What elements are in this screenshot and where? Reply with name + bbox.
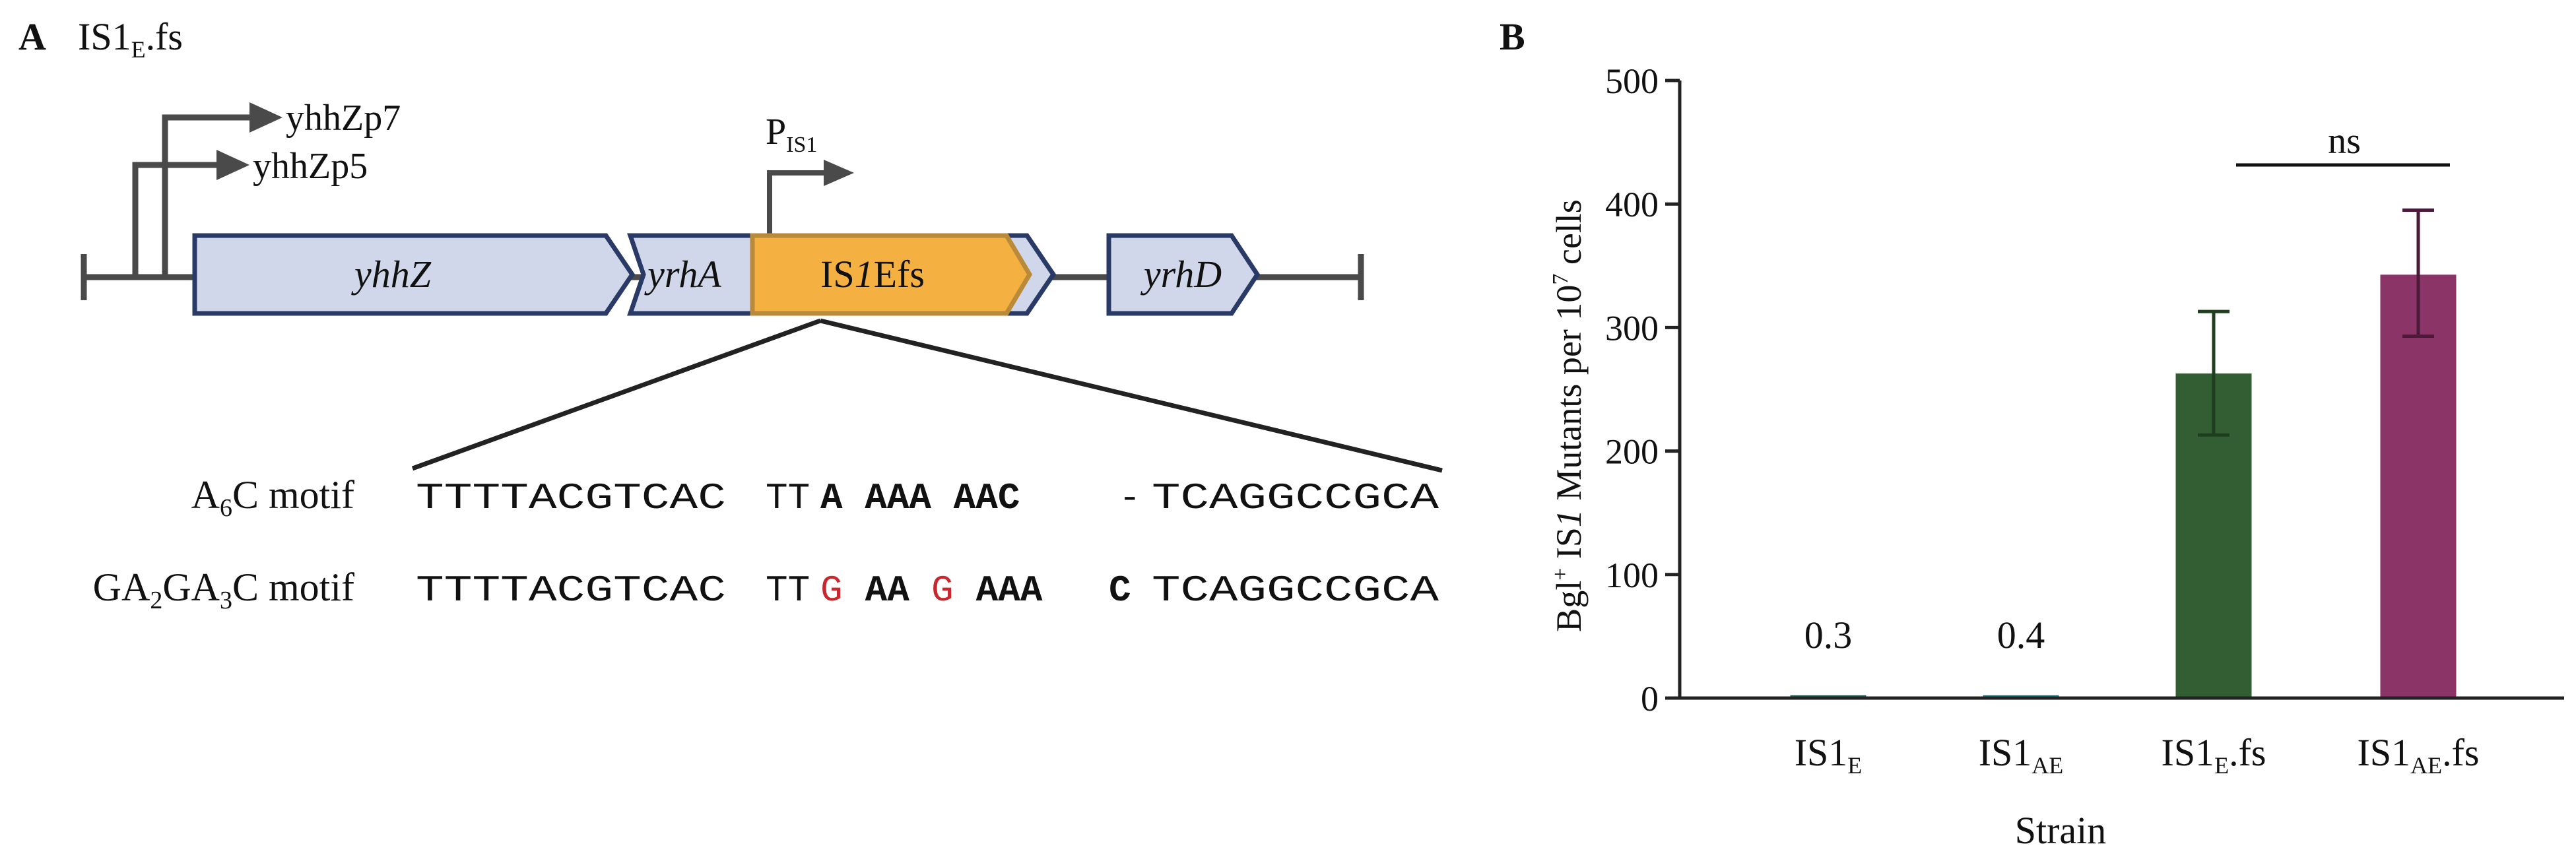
panel-b-letter: B [1500,15,1525,58]
arrowhead-icon [216,150,249,180]
motif-label-ga2ga3c: GA2GA3C motif [93,565,354,614]
gene-label-is1efs: IS1Efs [820,253,925,296]
svg-text:TTTTACGTCAC: TTTTACGTCAC [416,569,726,612]
promoter-yhhzp7: yhhZp7 [162,98,401,277]
pis1-label: PIS1 [766,112,817,157]
sequence-a6c: TTTTACGTCAC TT A AAA AAC - TCAGGCCGCA [416,477,1439,519]
svg-text:TTTTACGTCAC: TTTTACGTCAC [416,477,726,519]
gene-label-yrhd: yrhD [1140,253,1222,296]
data-labels-group: 0.3 0.4 [1804,614,2045,657]
panel-a-gene-diagram: A IS1E.fs yhhZp7 yhhZp5 PIS1 yhhZ yrhA I… [18,15,1443,614]
gene-label-yhhz: yhhZ [351,253,432,296]
y-tick-label: 300 [1605,308,1659,348]
x-category-labels: IS1E IS1AE IS1E.fs IS1AE.fs [1795,731,2480,779]
svg-text:-: - [1119,477,1141,519]
svg-text:TCAGGCCGCA: TCAGGCCGCA [1152,569,1439,612]
sequence-ga2ga3c: TTTTACGTCAC TT G AA G AAA C TCAGGCCGCA [416,569,1439,612]
svg-text:A AAA AAC: A AAA AAC [820,477,1020,519]
y-tick-label: 400 [1605,185,1659,224]
promoter-yhhzp5: yhhZp5 [132,146,368,277]
data-label-1: 0.3 [1804,614,1853,657]
y-axis-ticks: 0 100 200 300 400 500 [1605,61,1680,719]
data-label-2: 0.4 [1997,614,2045,657]
gene-yrhd: yrhD [1106,233,1261,316]
error-bars-group [2198,209,2434,437]
panel-a-letter: A [18,15,46,58]
zoom-line-right [820,318,1443,473]
svg-text:TT: TT [766,477,810,519]
x-tick-label-4: IS1AE.fs [2358,731,2480,779]
zoom-line-left [411,318,822,471]
significance-bracket: ns [2236,121,2450,167]
y-axis-label: Bgl+ IS1 Mutants per 107 cells [1548,199,1589,632]
x-axis-label: Strain [2015,809,2107,852]
gene-is1efs: IS1Efs [750,233,1033,316]
bars-group [1790,274,2457,699]
svg-text:AAA: AAA [954,569,1065,612]
x-tick-label-3: IS1E.fs [2162,731,2266,779]
svg-text:G: G [931,569,954,612]
significance-label: ns [2328,121,2361,162]
svg-text:TCAGGCCGCA: TCAGGCCGCA [1152,477,1439,519]
x-tick-label-2: IS1AE [1979,731,2064,779]
x-tick-label-1: IS1E [1795,731,1863,779]
svg-text:AA: AA [843,569,909,612]
promoter-label-yhhzp7: yhhZp7 [286,98,401,139]
svg-text:TT: TT [766,569,810,612]
arrowhead-icon [824,160,854,186]
y-tick-label: 0 [1641,679,1659,719]
panel-b-bar-chart: B Bgl+ IS1 Mutants per 107 cells 0 100 200… [1500,15,2564,852]
promoter-label-yhhzp5: yhhZp5 [253,146,368,187]
y-tick-label: 200 [1605,432,1659,472]
bar-4 [2380,274,2457,699]
gene-label-yrha: yrhA [644,253,721,296]
arrowhead-icon [249,102,282,133]
svg-text:C: C [1109,569,1131,612]
gene-yhhz: yhhZ [192,233,636,316]
panel-a-title: IS1E.fs [78,15,183,63]
svg-text:G: G [820,569,843,612]
motif-label-a6c: A6C motif [191,473,354,522]
promoter-pis1: PIS1 [766,112,854,238]
y-tick-label: 100 [1605,556,1659,595]
y-tick-label: 500 [1605,61,1659,101]
